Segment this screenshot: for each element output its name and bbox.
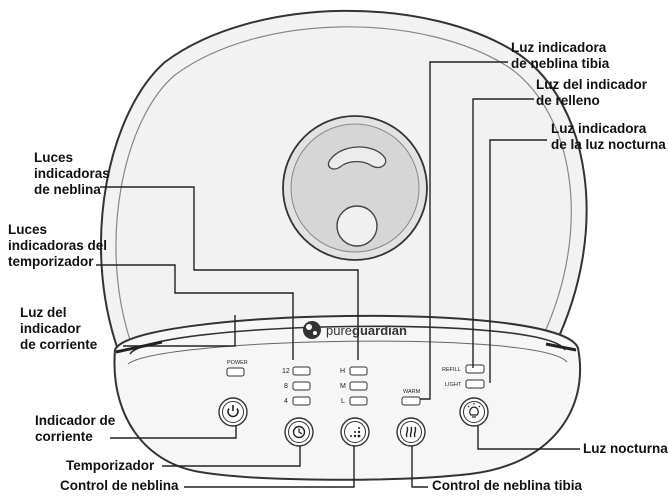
callout-night-light-indicator: Luz indicadora de la luz nocturna xyxy=(551,121,666,153)
power-button[interactable] xyxy=(218,397,248,427)
top-window-handle xyxy=(327,146,387,170)
mist-control-button[interactable] xyxy=(340,417,370,447)
callout-timer-lights-text: Luces indicadoras del temporizador xyxy=(8,222,108,269)
refill-label: REFILL xyxy=(442,367,461,373)
callout-warm-mist-light: Luz indicadora de neblina tibia xyxy=(511,40,609,72)
brand-logo: pureguardian xyxy=(303,321,407,339)
base xyxy=(113,314,582,481)
callout-warm-mist-control: Control de neblina tibia xyxy=(432,478,582,494)
control-panel-edge-inner xyxy=(127,340,568,365)
mist-dots-icon xyxy=(350,427,361,438)
callout-timer-text: Temporizador xyxy=(66,458,155,473)
callout-night-light: Luz nocturna xyxy=(583,441,668,457)
callout-power-light: Luz del indicador de corriente xyxy=(20,305,97,353)
power-label: POWER xyxy=(227,360,248,366)
leader-night-light xyxy=(477,426,580,450)
leader-mist-control xyxy=(184,446,355,488)
night-light-indicator-light xyxy=(465,379,485,389)
leader-warm-mist-light xyxy=(420,61,508,400)
warm-label: WARM xyxy=(403,389,421,395)
mist-label-m: M xyxy=(340,383,346,390)
callout-power-light-text: Luz del indicador de corriente xyxy=(20,305,98,352)
callout-night-light-text: Luz nocturna xyxy=(583,441,668,456)
timer-button[interactable] xyxy=(284,417,314,447)
leader-night-light-indicator xyxy=(489,139,547,383)
brand-suffix: guardian xyxy=(352,323,407,338)
timer-light-8 xyxy=(292,381,311,391)
svg-text:pureguardian: pureguardian xyxy=(326,323,407,338)
timer-label-12: 12 xyxy=(282,368,290,375)
power-icon xyxy=(227,405,239,418)
clock-icon xyxy=(292,425,306,439)
top-window-inner xyxy=(290,123,420,253)
night-light-button[interactable] xyxy=(459,397,489,427)
warm-mist-button[interactable] xyxy=(396,417,426,447)
leader-mist-lights xyxy=(100,186,359,360)
leader-power-light xyxy=(123,315,236,347)
humidifier-body-inner xyxy=(115,26,572,341)
mist-light-high xyxy=(349,366,368,376)
refill-indicator-light xyxy=(465,364,485,374)
brand-prefix: pure xyxy=(326,323,352,338)
timer-light-4 xyxy=(292,396,311,406)
mist-label-h: H xyxy=(340,368,345,375)
steam-icon xyxy=(405,426,417,438)
callout-mist-lights-text: Luces indicadoras de neblina xyxy=(34,150,110,197)
leader-warm-mist-control xyxy=(411,446,428,488)
callout-power-indicator-text: Indicador de corriente xyxy=(35,413,116,444)
mist-light-medium xyxy=(349,381,368,391)
leader-timer xyxy=(162,446,301,467)
timer-light-12 xyxy=(292,366,311,376)
right-seam xyxy=(545,342,577,352)
callout-timer: Temporizador xyxy=(66,458,154,474)
callout-warm-mist-light-text: Luz indicadora de neblina tibia xyxy=(511,40,610,71)
timer-label-4: 4 xyxy=(284,398,288,405)
leader-refill-light xyxy=(472,98,534,368)
power-indicator-light xyxy=(226,367,245,377)
callout-power-indicator: Indicador de corriente xyxy=(35,413,115,445)
top-window-knob xyxy=(336,205,378,247)
mist-label-l: L xyxy=(341,398,345,405)
callout-mist-lights: Luces indicadoras de neblina xyxy=(34,150,110,198)
callout-warm-mist-control-text: Control de neblina tibia xyxy=(432,478,583,493)
timer-label-8: 8 xyxy=(284,383,288,390)
callout-mist-control-text: Control de neblina xyxy=(60,478,179,493)
leader-lines xyxy=(96,61,580,488)
light-label: LIGHT xyxy=(445,382,462,388)
callout-refill-light: Luz del indicador de relleno xyxy=(536,77,647,109)
leader-timer-lights xyxy=(96,264,294,360)
callout-refill-light-text: Luz del indicador de relleno xyxy=(536,77,648,108)
bulb-icon xyxy=(467,403,481,418)
callout-mist-control: Control de neblina xyxy=(60,478,179,494)
leader-power-indicator xyxy=(110,426,237,439)
warm-mist-indicator-light xyxy=(401,396,421,406)
callout-night-light-indicator-text: Luz indicadora de la luz nocturna xyxy=(551,121,666,152)
mist-light-low xyxy=(349,396,368,406)
left-seam xyxy=(115,340,163,354)
callout-timer-lights: Luces indicadoras del temporizador xyxy=(8,222,107,270)
